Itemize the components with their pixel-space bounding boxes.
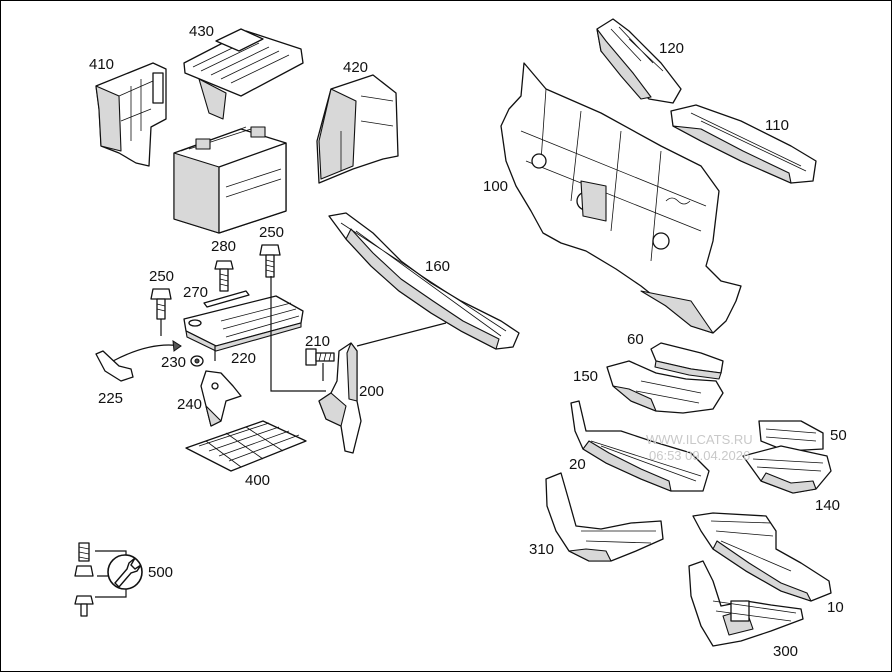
label-230[interactable]: 230 xyxy=(161,354,186,371)
part-220-tray[interactable] xyxy=(183,295,304,352)
part-110-cowl[interactable] xyxy=(670,104,817,184)
label-210[interactable]: 210 xyxy=(305,333,330,350)
label-160[interactable]: 160 xyxy=(425,258,450,275)
label-220[interactable]: 220 xyxy=(231,350,256,367)
part-420-panel[interactable] xyxy=(316,74,399,184)
label-10[interactable]: 10 xyxy=(827,599,844,616)
part-210-bolt[interactable] xyxy=(305,348,335,366)
wrench-icon xyxy=(107,554,143,590)
label-250-left[interactable]: 250 xyxy=(149,268,174,285)
part-250-bolt-top[interactable] xyxy=(259,244,281,278)
leader-lines xyxy=(160,276,447,392)
part-225-hose[interactable] xyxy=(95,340,182,382)
part-120-cowl[interactable] xyxy=(596,18,682,104)
part-100-firewall[interactable] xyxy=(500,62,742,334)
label-225[interactable]: 225 xyxy=(98,390,123,407)
part-270-strap[interactable] xyxy=(203,290,250,308)
part-60-rail[interactable] xyxy=(650,342,724,380)
label-300[interactable]: 300 xyxy=(773,643,798,660)
part-20-wheelhouse[interactable] xyxy=(570,400,710,492)
part-200-support[interactable] xyxy=(318,342,362,454)
label-140[interactable]: 140 xyxy=(815,497,840,514)
label-410[interactable]: 410 xyxy=(89,56,114,73)
part-250-bolt-left[interactable] xyxy=(150,288,172,320)
part-430-cover[interactable] xyxy=(183,28,304,120)
label-100[interactable]: 100 xyxy=(483,178,508,195)
label-240[interactable]: 240 xyxy=(177,396,202,413)
label-280[interactable]: 280 xyxy=(211,238,236,255)
label-60[interactable]: 60 xyxy=(627,331,644,348)
watermark-stamp: 06:53 09.04.2026 xyxy=(649,448,750,463)
label-200[interactable]: 200 xyxy=(359,383,384,400)
label-500[interactable]: 500 xyxy=(148,564,173,581)
part-10-member[interactable] xyxy=(692,512,832,602)
battery[interactable] xyxy=(173,126,287,234)
part-500-fasteners[interactable] xyxy=(74,542,127,617)
part-50-panel[interactable] xyxy=(758,420,824,452)
part-240-bracket[interactable] xyxy=(200,370,242,427)
label-110[interactable]: 110 xyxy=(765,117,789,134)
part-140-panel[interactable] xyxy=(742,445,832,494)
label-270[interactable]: 270 xyxy=(183,284,208,301)
part-160-member[interactable] xyxy=(328,212,520,350)
part-150-wheelhouse[interactable] xyxy=(606,360,724,414)
watermark-site: WWW.ILCATS.RU xyxy=(646,432,753,447)
label-20[interactable]: 20 xyxy=(569,456,586,473)
label-120[interactable]: 120 xyxy=(659,40,684,57)
label-430[interactable]: 430 xyxy=(189,23,214,40)
label-50[interactable]: 50 xyxy=(830,427,847,444)
label-250-top[interactable]: 250 xyxy=(259,224,284,241)
part-280-bolt[interactable] xyxy=(214,260,234,292)
label-150[interactable]: 150 xyxy=(573,368,598,385)
part-410-bracket[interactable] xyxy=(95,62,167,167)
label-400[interactable]: 400 xyxy=(245,472,270,489)
part-300-member[interactable] xyxy=(688,560,804,647)
part-400-mat[interactable] xyxy=(185,420,307,472)
label-310[interactable]: 310 xyxy=(529,541,554,558)
part-230-nut[interactable] xyxy=(190,355,204,367)
label-420[interactable]: 420 xyxy=(343,59,368,76)
part-310-rail[interactable] xyxy=(545,472,664,562)
